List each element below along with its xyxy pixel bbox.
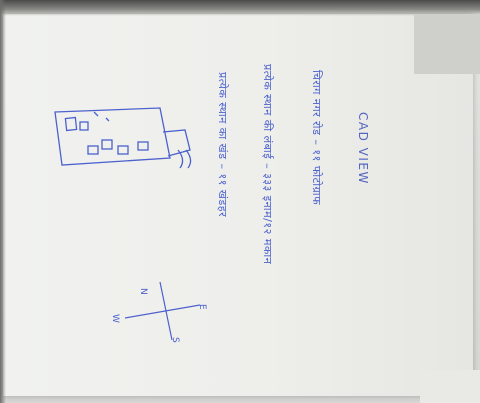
paper-sheet — [3, 14, 473, 396]
compass-sketch — [124, 281, 201, 341]
notebook-binding — [414, 14, 480, 74]
building-sketch — [54, 107, 192, 169]
compass-label-w: W — [110, 314, 120, 324]
left-edge-shadow — [0, 0, 6, 403]
top-edge-shadow — [0, 0, 480, 16]
compass-label-n: N — [138, 288, 148, 296]
corner-paper — [420, 370, 480, 403]
compass-label-e: E — [197, 304, 207, 311]
compass-label-s: S — [170, 337, 180, 344]
